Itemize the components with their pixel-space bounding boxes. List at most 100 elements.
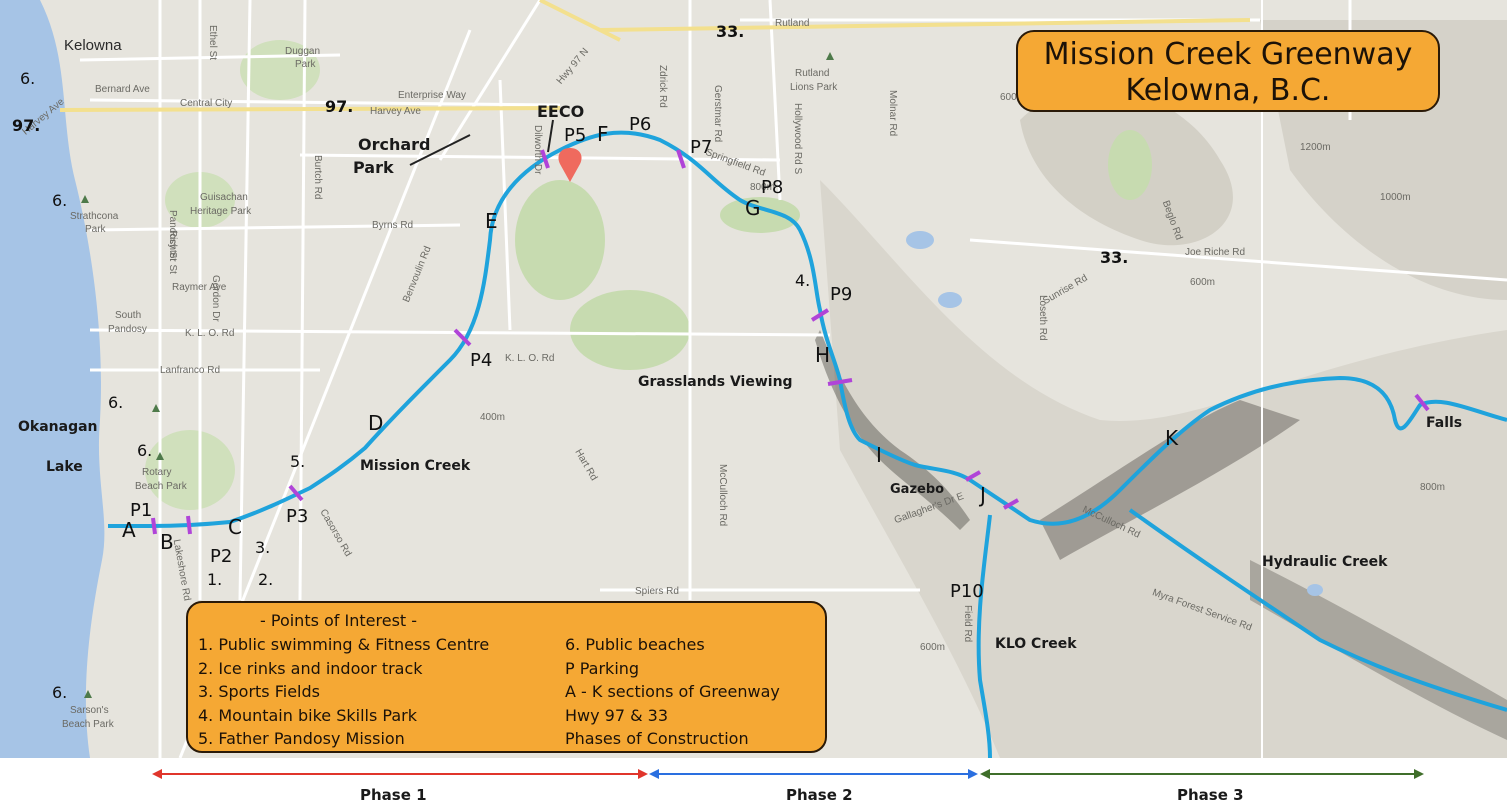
highway-label: 97.: [12, 116, 40, 135]
feature-label: Park: [353, 158, 394, 177]
park-area: [515, 180, 605, 300]
greenway-trail[interactable]: [108, 130, 1507, 528]
phase-1-label: Phase 1: [360, 786, 427, 804]
feature-label: Grasslands Viewing: [638, 374, 793, 390]
legend-item: 2. Ice rinks and indoor track: [198, 658, 423, 678]
map-label: 600m: [920, 642, 945, 653]
map-label: McCulloch Rd: [717, 464, 728, 526]
map-label: Beach Park: [62, 719, 115, 730]
legend-column-right: 6. Public beaches P Parking A - K sectio…: [565, 633, 780, 751]
map-label: 600m: [1190, 277, 1215, 288]
map-title-line2: Kelowna, B.C.: [1125, 73, 1331, 108]
map-label: Field Rd: [962, 605, 973, 642]
legend-item: A - K sections of Greenway: [565, 682, 780, 701]
highway-label: 97.: [325, 97, 353, 116]
parking-label: P6: [629, 114, 651, 135]
map-label: Duggan: [285, 46, 320, 57]
map-label: South: [115, 310, 141, 321]
legend-item: 1. Public swimming & Fitness Centre: [198, 635, 490, 654]
parking-label: P5: [564, 125, 586, 146]
parking-label: P4: [470, 350, 492, 371]
feature-label: Mission Creek: [360, 458, 471, 474]
section-label: F: [597, 122, 609, 146]
map-label: Gerstmar Rd: [712, 85, 723, 142]
eeco-pointer: [547, 119, 554, 153]
section-label: H: [815, 343, 830, 367]
highway-label: 33.: [716, 22, 744, 41]
map-label: Bernard Ave: [95, 84, 150, 95]
park-area: [720, 197, 800, 233]
feature-label: KLO Creek: [995, 636, 1077, 652]
parking-label: P8: [761, 177, 783, 198]
feature-label: Orchard: [358, 135, 431, 154]
map-label: Ethel St: [207, 25, 218, 60]
poi-number: 6.: [52, 191, 67, 210]
legend-item: 5. Father Pandosy Mission: [198, 729, 405, 748]
park-area: [1108, 130, 1152, 200]
legend-item: Phases of Construction: [565, 729, 749, 748]
section-label: B: [160, 530, 174, 554]
city-label: Kelowna: [64, 37, 122, 54]
tree-icons: [81, 52, 834, 698]
canyon-ridge-south: [1250, 560, 1507, 740]
map-label: Beach Park: [135, 481, 188, 492]
map-label: Harvey Ave: [370, 106, 421, 117]
map-label: Sarson's: [70, 705, 109, 716]
map-label: Spiers Rd: [635, 586, 679, 597]
map-label: Loseth Rd: [1037, 295, 1048, 341]
section-label: K: [1165, 426, 1179, 450]
feature-label: Falls: [1426, 415, 1462, 431]
legend-item: Hwy 97 & 33: [565, 705, 669, 725]
phase-2-label: Phase 2: [786, 786, 853, 804]
parking-label: P3: [286, 506, 308, 527]
legend-item: 6. Public beaches: [565, 635, 705, 654]
map-label: Heritage Park: [190, 206, 252, 217]
feature-label: Lake: [46, 459, 83, 475]
map-label: Joe Riche Rd: [1185, 247, 1245, 258]
pond: [906, 231, 934, 249]
map-label: Richter St: [167, 230, 178, 274]
section-label: E: [485, 209, 498, 233]
legend-item: 3. Sports Fields: [198, 682, 320, 701]
parking-markers: [151, 149, 1430, 535]
phase-2-arrow: [649, 769, 978, 779]
parking-label: P10: [950, 581, 984, 602]
poi-number: 6.: [137, 441, 152, 460]
okanagan-lake: [0, 0, 105, 758]
map-label: Molnar Rd: [887, 90, 898, 136]
points-of-interest-legend: - Points of Interest - 1. Public swimmin…: [186, 601, 827, 753]
creek-canyon: [815, 330, 970, 530]
feature-label: Okanagan: [18, 419, 98, 435]
poi-number: 5.: [290, 452, 305, 471]
park-area: [570, 290, 690, 370]
map-label: 600m: [1000, 92, 1025, 103]
map-label: 1200m: [1300, 142, 1331, 153]
poi-number: 6.: [52, 683, 67, 702]
orchard-park-pointer: [409, 134, 471, 166]
map-label: Dilworth Dr: [532, 125, 543, 175]
eeco-pin-icon[interactable]: [558, 148, 582, 182]
map-label: Rutland: [795, 68, 829, 79]
legend-heading: - Points of Interest -: [260, 611, 418, 630]
map-label: Burtch Rd: [312, 155, 323, 199]
hydraulic-creek: [1128, 508, 1507, 712]
map-label: Lions Park: [790, 82, 838, 93]
map-title-box: Mission Creek Greenway Kelowna, B.C.: [1016, 30, 1440, 112]
phase-3-label: Phase 3: [1177, 786, 1244, 804]
map-label: Byrns Rd: [372, 220, 413, 231]
feature-label: Gazebo: [890, 482, 944, 497]
highway-label: 33.: [1100, 248, 1128, 267]
section-label: A: [122, 518, 136, 542]
map-label: 800m: [750, 182, 775, 193]
feature-label: Hydraulic Creek: [1262, 554, 1388, 570]
canyon-ridge: [1040, 400, 1300, 560]
poi-number: 2.: [258, 570, 273, 589]
phase-3-arrow: [980, 769, 1424, 779]
map-label: Pandosy: [108, 324, 147, 335]
parking-label: P7: [690, 137, 712, 158]
map-label: Pandosy St: [167, 210, 178, 261]
map-label: 800m: [1420, 482, 1445, 493]
poi-number: 4.: [795, 271, 810, 290]
map-title-line1: Mission Creek Greenway: [1043, 37, 1413, 72]
map-label: Gordon Dr: [210, 275, 221, 322]
